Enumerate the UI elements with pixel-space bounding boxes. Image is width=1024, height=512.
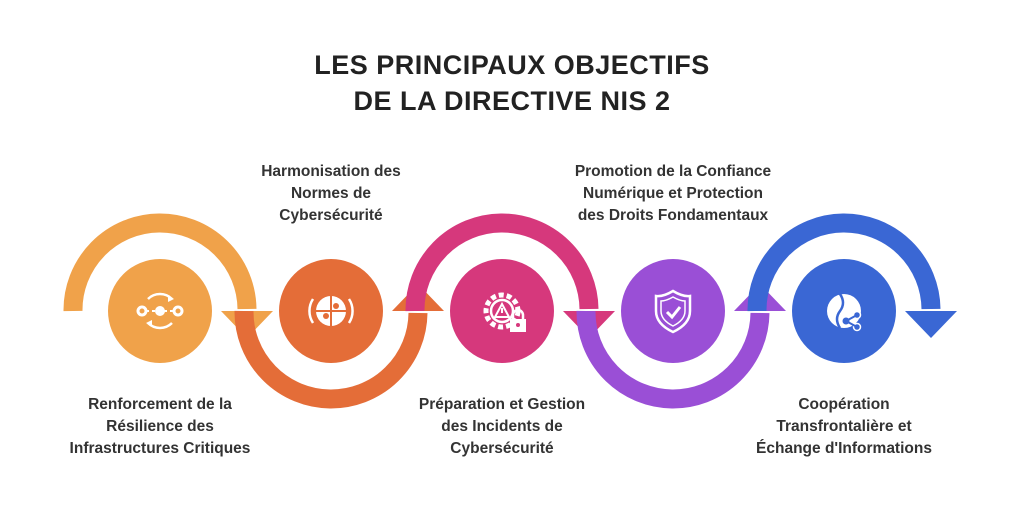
step-5-label: Coopération Transfrontalière et Échange … (724, 394, 964, 460)
globe-share-icon (827, 293, 862, 332)
label-line: Renforcement de la (88, 396, 232, 413)
shield-check-icon (654, 289, 692, 334)
label-line: Numérique et Protection (583, 185, 763, 202)
label-line: Promotion de la Confiance (574, 163, 772, 180)
label-line: Infrastructures Critiques (69, 440, 251, 457)
label-line: Cybersécurité (450, 440, 554, 457)
step-2-label: Harmonisation des Normes de Cybersécurit… (211, 161, 451, 227)
step-circle (621, 259, 725, 363)
connector-arc (234, 310, 428, 409)
step-5 (747, 213, 957, 363)
gear-alert-lock-icon (483, 292, 526, 332)
step-4-label: Promotion de la Confiance Numérique et P… (543, 161, 803, 227)
label-line: Normes de (290, 185, 372, 202)
label-line: Harmonisation des (261, 163, 401, 180)
connector-arc (63, 213, 257, 312)
step-3-label: Préparation et Gestion des Incidents de … (382, 394, 622, 460)
label-line: des Incidents de (441, 418, 563, 435)
label-line: Transfrontalière et (776, 418, 912, 435)
puzzle-globe-icon (308, 296, 354, 326)
label-line: Échange d'Informations (756, 440, 932, 457)
step-2 (234, 259, 444, 409)
title-line-2: DE LA DIRECTIVE NIS 2 (353, 86, 671, 116)
connector-arc (405, 213, 599, 312)
connector-arc (747, 213, 941, 312)
arrow-down-icon (905, 311, 957, 338)
label-line: des Droits Fondamentaux (577, 207, 769, 224)
label-line: Cybersécurité (279, 207, 383, 224)
connector-arc (576, 310, 770, 409)
process-cycle-icon (136, 292, 184, 330)
label-line: Coopération (798, 396, 890, 413)
title-line-1: LES PRINCIPAUX OBJECTIFS (314, 50, 710, 80)
label-line: Préparation et Gestion (418, 396, 586, 413)
label-line: Résilience des (106, 418, 214, 435)
step-1-label: Renforcement de la Résilience des Infras… (40, 394, 280, 460)
step-1 (63, 213, 273, 363)
